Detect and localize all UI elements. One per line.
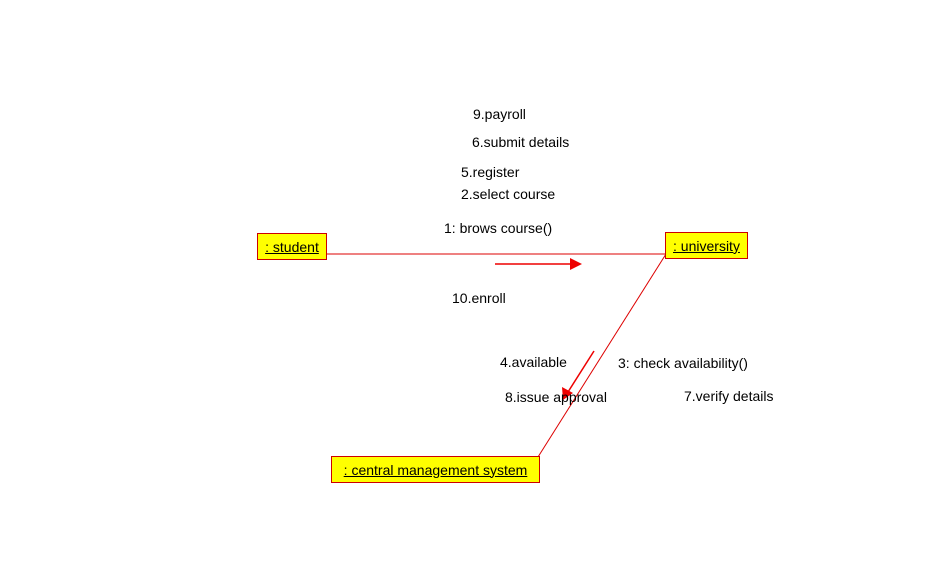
object-student[interactable]: : student xyxy=(257,233,327,260)
message-8-issue-approval: 8.issue approval xyxy=(505,389,607,405)
arrow-university-to-central-head xyxy=(562,387,573,400)
message-4-available: 4.available xyxy=(500,354,567,370)
object-central-management-system[interactable]: : central management system xyxy=(331,456,540,483)
arrow-university-to-central-shaft xyxy=(567,350,595,393)
link-university-central xyxy=(537,253,667,458)
message-5-register: 5.register xyxy=(461,164,520,180)
arrow-student-to-university-head xyxy=(570,258,582,270)
message-6-submit-details: 6.submit details xyxy=(472,134,570,150)
object-university[interactable]: : university xyxy=(665,232,748,259)
message-10-enroll: 10.enroll xyxy=(452,290,506,306)
message-3-check-availability: 3: check availability() xyxy=(618,355,748,371)
message-1-brows-course: 1: brows course() xyxy=(444,220,553,236)
message-7-verify-details: 7.verify details xyxy=(684,388,774,404)
message-9-payroll: 9.payroll xyxy=(473,106,526,122)
message-2-select-course: 2.select course xyxy=(461,186,556,202)
